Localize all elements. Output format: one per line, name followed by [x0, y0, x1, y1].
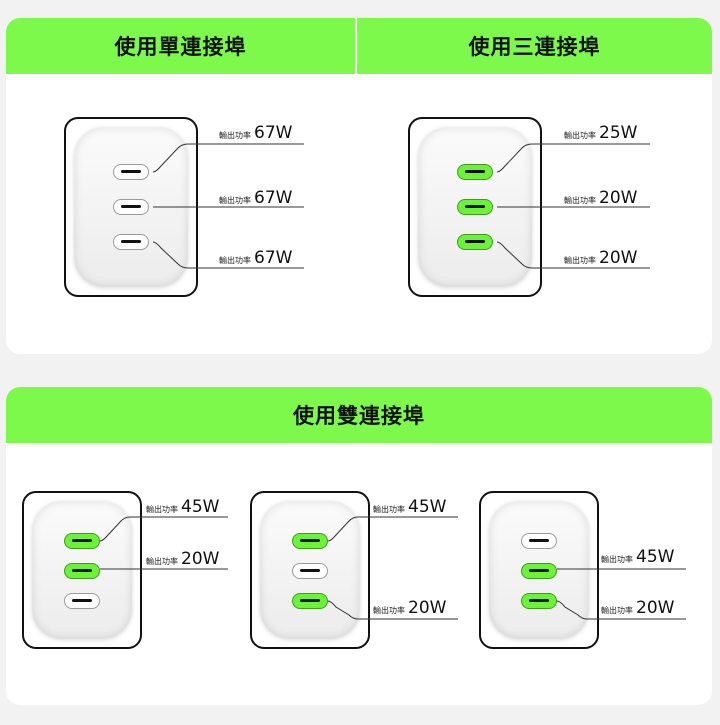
usb-c-port-3 — [292, 593, 328, 609]
top-panel: 使用單連接埠 使用三連接埠 輸出功率 67W 輸出功率 67W 輸出功率 67W… — [6, 18, 712, 354]
power-label-prefix: 輸出功率 — [219, 256, 251, 265]
usb-c-port-3 — [64, 593, 100, 609]
power-value: 20W — [599, 188, 638, 208]
power-value: 25W — [599, 123, 638, 143]
power-value: 20W — [599, 248, 638, 268]
power-label: 輸出功率 67W — [219, 188, 292, 208]
power-label-prefix: 輸出功率 — [146, 505, 178, 514]
power-label-prefix: 輸出功率 — [601, 555, 633, 564]
power-label-prefix: 輸出功率 — [373, 505, 405, 514]
usb-c-port-1 — [292, 533, 328, 549]
power-value: 67W — [254, 188, 293, 208]
charger-triple — [408, 117, 542, 297]
power-value: 45W — [408, 497, 447, 517]
power-label-prefix: 輸出功率 — [564, 256, 596, 265]
usb-c-port-2 — [64, 563, 100, 579]
dual-port-title: 使用雙連接埠 — [293, 404, 425, 428]
usb-c-port-3 — [113, 234, 149, 250]
power-label: 輸出功率 67W — [219, 123, 292, 143]
power-label-prefix: 輸出功率 — [601, 606, 633, 615]
usb-c-port-3 — [521, 593, 557, 609]
power-label-prefix: 輸出功率 — [219, 196, 251, 205]
usb-c-port-1 — [64, 533, 100, 549]
power-label-prefix: 輸出功率 — [564, 131, 596, 140]
power-label: 輸出功率 20W — [564, 248, 637, 268]
power-label-prefix: 輸出功率 — [373, 606, 405, 615]
usb-c-port-1 — [521, 533, 557, 549]
usb-c-port-2 — [521, 563, 557, 579]
power-label-prefix: 輸出功率 — [146, 557, 178, 566]
power-label: 輸出功率 45W — [601, 547, 674, 567]
power-value: 45W — [181, 497, 220, 517]
bottom-header: 使用雙連接埠 — [6, 387, 712, 443]
charger-dual-a — [22, 491, 142, 649]
power-value: 45W — [636, 547, 675, 567]
power-label: 輸出功率 20W — [373, 598, 446, 618]
power-label: 輸出功率 67W — [219, 248, 292, 268]
power-value: 20W — [408, 598, 447, 618]
bottom-panel: 使用雙連接埠 輸出功率 45W 輸出功率 20W 輸出功率 45W 輸出功率 2… — [6, 387, 712, 705]
single-port-title: 使用單連接埠 — [114, 35, 247, 59]
power-value: 67W — [254, 248, 293, 268]
power-label-prefix: 輸出功率 — [219, 131, 251, 140]
usb-c-port-2 — [113, 199, 149, 215]
usb-c-port-1 — [457, 164, 493, 180]
charger-single — [64, 117, 198, 297]
usb-c-port-2 — [292, 563, 328, 579]
power-label: 輸出功率 20W — [146, 549, 219, 569]
power-label: 輸出功率 20W — [564, 188, 637, 208]
power-label: 輸出功率 45W — [373, 497, 446, 517]
usb-c-port-2 — [457, 199, 493, 215]
top-header-left: 使用單連接埠 — [6, 18, 355, 74]
usb-c-port-3 — [457, 234, 493, 250]
header-divider — [355, 18, 357, 74]
power-label: 輸出功率 45W — [146, 497, 219, 517]
top-header-right: 使用三連接埠 — [357, 18, 712, 74]
power-label-prefix: 輸出功率 — [564, 196, 596, 205]
triple-port-title: 使用三連接埠 — [468, 35, 601, 59]
power-label: 輸出功率 20W — [601, 598, 674, 618]
power-label: 輸出功率 25W — [564, 123, 637, 143]
charger-dual-c — [479, 491, 599, 649]
power-value: 20W — [181, 549, 220, 569]
usb-c-port-1 — [113, 164, 149, 180]
power-value: 67W — [254, 123, 293, 143]
power-value: 20W — [636, 598, 675, 618]
charger-dual-b — [250, 491, 370, 649]
